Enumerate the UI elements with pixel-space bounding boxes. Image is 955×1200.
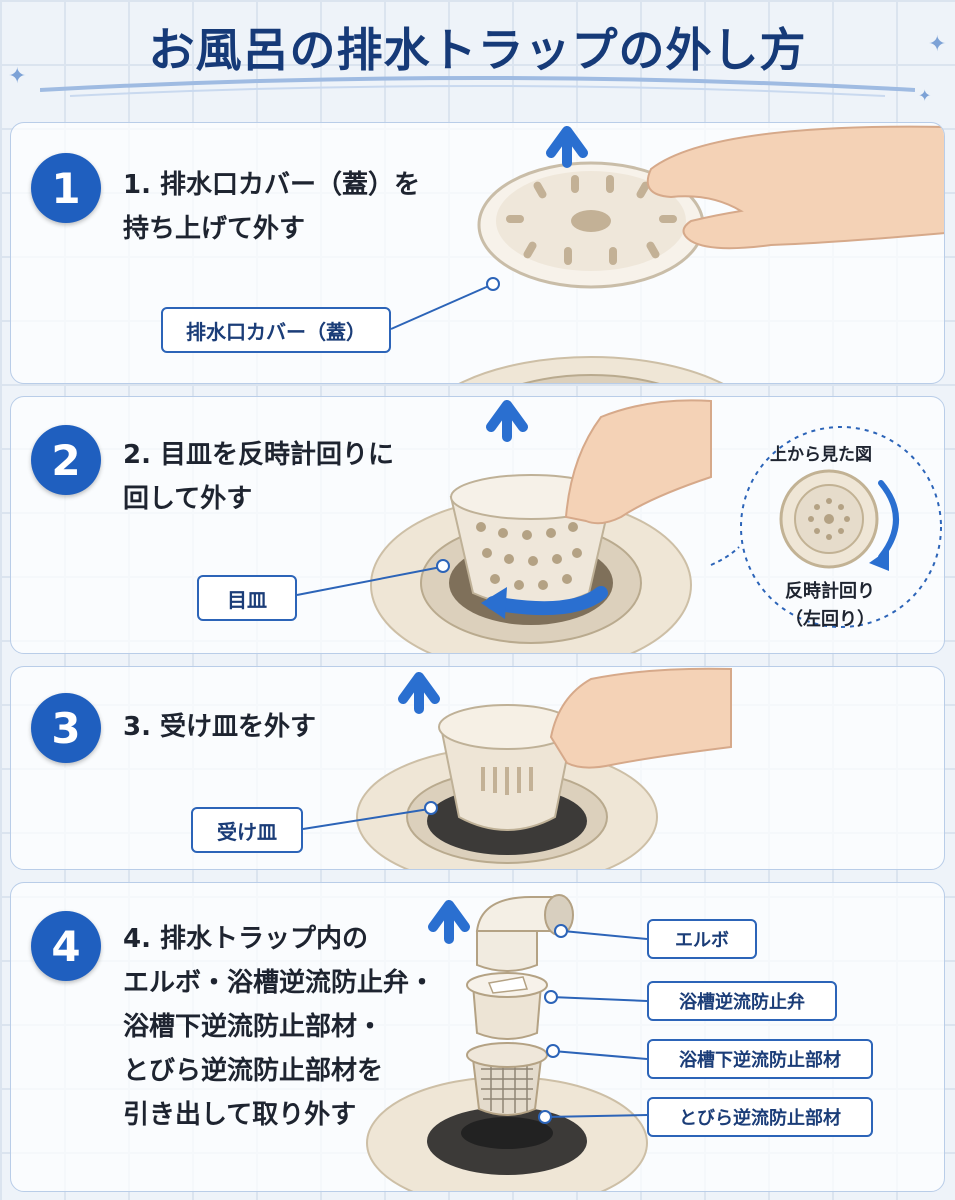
- top-view-rotation-label: 反時計回り （左回り）: [770, 578, 890, 634]
- step-text-line: エルボ・浴槽逆流防止弁・: [123, 968, 436, 998]
- step-4-instruction: 4. 排水トラップ内の エルボ・浴槽逆流防止弁・ 浴槽下逆流防止部材・ とびら逆…: [123, 917, 435, 1137]
- step-text-line: 4. 排水トラップ内の: [123, 924, 369, 954]
- step-text-line: 1. 排水口カバー（蓋）を: [123, 170, 421, 200]
- step-number-badge: 3: [31, 693, 101, 763]
- title-underline-swoosh: [40, 76, 915, 97]
- step-text-line: 3. 受け皿を外す: [123, 712, 317, 742]
- step-2-instruction: 2. 目皿を反時計回りに 回して外す: [123, 433, 394, 521]
- top-view-title: 上から見た図: [770, 445, 872, 465]
- callout-drain-cover: 排水口カバー（蓋）: [161, 307, 391, 353]
- callout-bathtub-backflow-valve: 浴槽逆流防止弁: [647, 981, 837, 1021]
- top-view-label-line: （左回り）: [785, 609, 875, 630]
- step-panel-3: 3 3. 受け皿を外す 受け皿: [10, 666, 945, 870]
- step-text-line: とびら逆流防止部材を: [123, 1056, 384, 1086]
- page-title: お風呂の排水トラップの外し方: [148, 23, 807, 77]
- step-1-instruction: 1. 排水口カバー（蓋）を 持ち上げて外す: [123, 163, 420, 251]
- step-panel-1: 1 1. 排水口カバー（蓋）を 持ち上げて外す 排水口カバー（蓋）: [10, 122, 945, 384]
- strainer-illustration: [296, 399, 942, 653]
- step-number-badge: 1: [31, 153, 101, 223]
- step-panel-4: 4 4. 排水トラップ内の エルボ・浴槽逆流防止弁・ 浴槽下逆流防止部材・ とび…: [10, 882, 945, 1192]
- callout-elbow: エルボ: [647, 919, 757, 959]
- top-view-label-line: 反時計回り: [785, 581, 875, 602]
- trap-parts-illustration: [366, 894, 648, 1191]
- step-text-line: 浴槽下逆流防止部材・: [123, 1012, 384, 1042]
- step-number-badge: 4: [31, 911, 101, 981]
- step-text-line: 2. 目皿を反時計回りに: [123, 440, 395, 470]
- step-3-instruction: 3. 受け皿を外す: [123, 705, 316, 749]
- step-text-line: 引き出して取り外す: [123, 1100, 357, 1130]
- callout-door-backflow-part: とびら逆流防止部材: [647, 1097, 873, 1137]
- step-text-line: 持ち上げて外す: [123, 214, 306, 244]
- step-number-badge: 2: [31, 425, 101, 495]
- step-text-line: 回して外す: [123, 484, 253, 514]
- sparkle-icon: ✦: [918, 86, 932, 105]
- receiving-tray-illustration: [302, 667, 732, 869]
- drain-cover-illustration: [390, 125, 944, 383]
- sparkle-icon: ✦: [8, 64, 27, 89]
- callout-strainer: 目皿: [197, 575, 297, 621]
- sparkle-icon: ✦: [928, 32, 947, 57]
- callout-under-bathtub-backflow-part: 浴槽下逆流防止部材: [647, 1039, 873, 1079]
- callout-receiving-tray: 受け皿: [191, 807, 303, 853]
- step-panel-2: 2 2. 目皿を反時計回りに 回して外す 目皿: [10, 396, 945, 654]
